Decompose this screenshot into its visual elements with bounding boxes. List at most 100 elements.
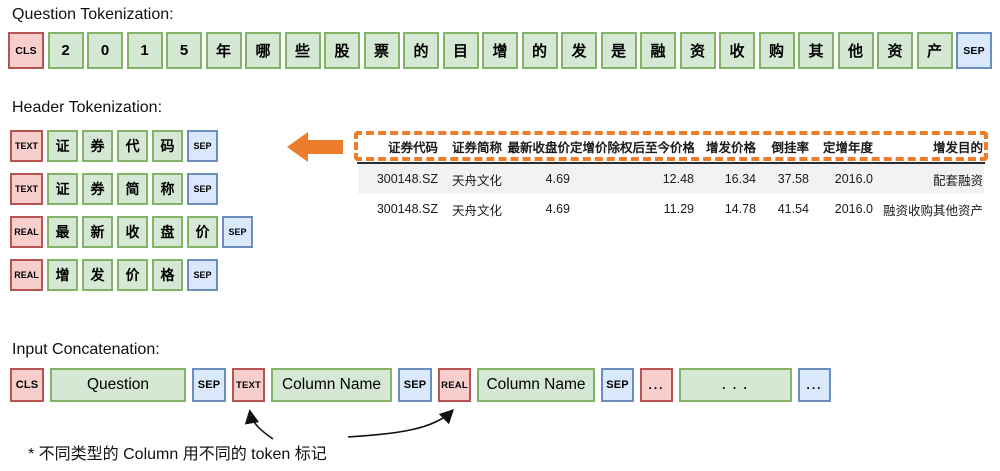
input-token-sep: SEP [398,368,432,402]
token-目: 目 [442,32,479,69]
token-char: 格 [152,259,183,291]
token-char: 券 [82,173,113,205]
token-1: 1 [126,32,163,69]
token-char: 发 [82,259,113,291]
table-cell: 16.34 [724,172,756,186]
source-table: 证券代码证券简称最新收盘价定增价除权后至今价格增发价格倒挂率定增年度 增发目的 3… [354,131,988,224]
token-text: TEXT [10,173,43,205]
table-body: 300148.SZ 天舟文化 4.69 12.48 16.34 37.58 2016.0 配套… [358,164,984,224]
token-的: 的 [403,32,439,69]
token-real: REAL [10,216,43,248]
token-cls: CLS [8,32,44,69]
input-token-sep: SEP [601,368,634,402]
token-购: 购 [758,32,795,69]
table-cell: 配套融资 [932,173,983,188]
input-section-title: Input Concatenation: [12,341,160,358]
table-header-divider [357,162,985,164]
token-产: 产 [916,32,953,69]
token-char: 价 [187,216,218,248]
left-arrow-icon [287,132,343,162]
token-发: 发 [561,32,597,69]
token-其: 其 [798,32,834,69]
token-哪: 哪 [245,32,281,69]
token-char: 代 [117,130,148,162]
table-cell: 11.29 [663,202,694,216]
input-token-text: TEXT [232,368,265,402]
token-资: 资 [679,32,716,69]
header-section-title: Header Tokenization: [12,99,163,116]
table-header-cell: 增发目的 [932,140,983,155]
input-token-: ... [798,368,831,402]
input-token-real: REAL [438,368,471,402]
table-header-cell: 定增价除权后至今价格 [570,140,694,155]
table-cell: 4.69 [545,172,570,186]
input-token-columnname: Column Name [477,368,595,402]
input-token-columnname: Column Name [271,368,392,402]
token-sep: SEP [222,216,253,248]
token-他: 他 [837,32,874,69]
token-text: TEXT [10,130,43,162]
token-char: 收 [117,216,148,248]
footnote: * 不同类型的 Column 用不同的 token 标记 [28,446,327,463]
table-cell: 14.78 [724,202,756,216]
token-0: 0 [87,32,123,69]
table-header-cell: 最新收盘价 [507,140,570,155]
token-char: 简 [117,173,148,205]
table-header-cell: 定增年度 [822,140,873,155]
table-cell: 12.48 [662,172,694,186]
table-cell: 300148.SZ [376,202,438,216]
token-char: 证 [47,130,78,162]
token-资: 资 [877,32,913,69]
token-些: 些 [284,32,321,69]
note-arrow-to-text-token [244,409,274,440]
input-token-: ... [640,368,673,402]
token-char: 新 [82,216,113,248]
table-header-cell: 证券简称 [451,140,502,155]
table-cell: 300148.SZ [376,172,438,186]
token-char: 最 [47,216,78,248]
token-收: 收 [719,32,755,69]
token-年: 年 [205,32,242,69]
token-sep: SEP [187,130,218,162]
token-char: 价 [117,259,148,291]
table-header-cell: 倒挂率 [771,140,809,155]
token-char: 券 [82,130,113,162]
token-char: 盘 [152,216,183,248]
input-token-: . . . [679,368,792,402]
table-header-row: 证券代码证券简称最新收盘价定增价除权后至今价格增发价格倒挂率定增年度 增发目的 [354,131,988,161]
token-sep: SEP [187,173,218,205]
token-real: REAL [10,259,43,291]
token-票: 票 [363,32,400,69]
table-header-cell: 证券代码 [387,140,438,155]
token-char: 称 [152,173,183,205]
input-token-sep: SEP [192,368,226,402]
note-arrow-to-real-token [347,408,455,438]
token-sep: SEP [187,259,218,291]
question-section-title: Question Tokenization: [12,6,174,23]
token-5: 5 [166,32,202,69]
table-cell: 37.58 [777,172,809,186]
token-融: 融 [640,32,676,69]
table-cell: 41.54 [777,202,809,216]
token-股: 股 [324,32,360,69]
token-sep: SEP [956,32,992,69]
token-char: 码 [152,130,183,162]
token-增: 增 [482,32,518,69]
token-char: 证 [47,173,78,205]
table-header-cell: 增发价格 [705,140,756,155]
table-cell: 天舟文化 [451,203,502,218]
token-的: 的 [521,32,558,69]
table-cell: 4.69 [545,202,570,216]
table-cell: 2016.0 [834,202,873,216]
token-是: 是 [600,32,637,69]
input-token-cls: CLS [10,368,44,402]
token-char: 增 [47,259,78,291]
token-2: 2 [47,32,84,69]
